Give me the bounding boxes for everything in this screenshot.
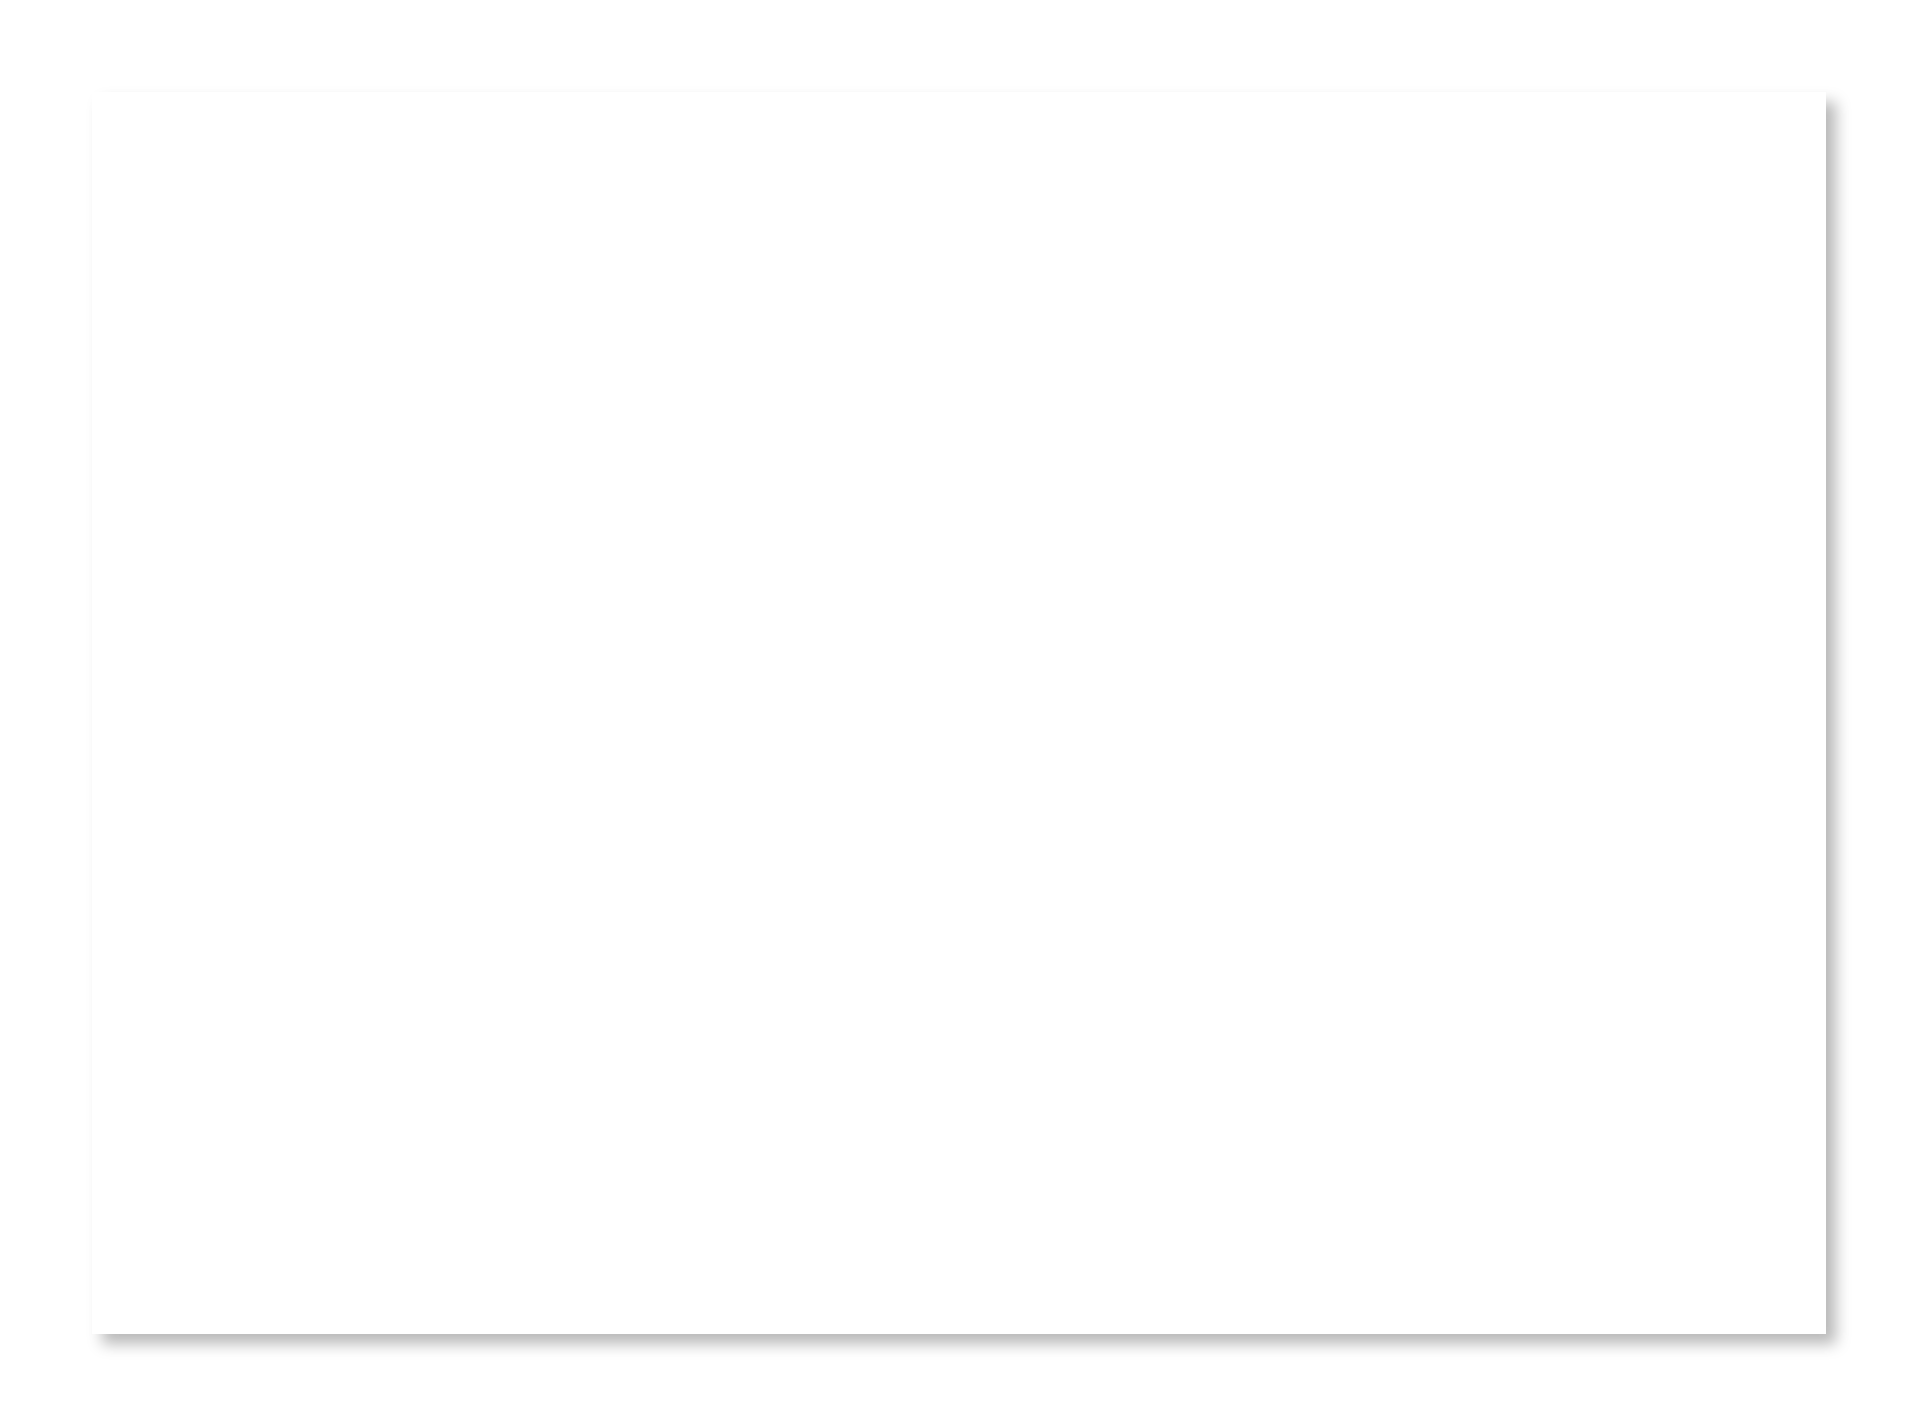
page-card <box>92 92 1826 1334</box>
